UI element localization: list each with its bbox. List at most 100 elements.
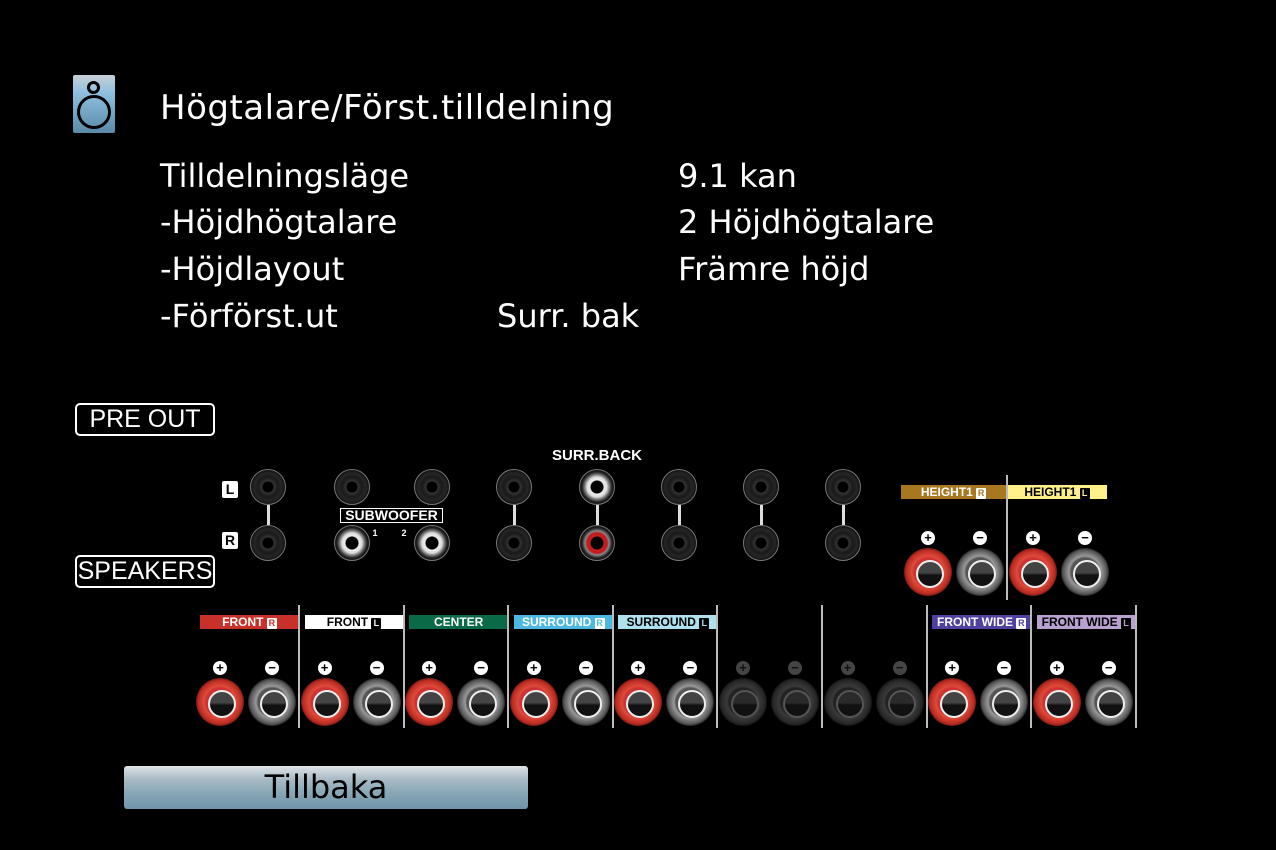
left-badge: L <box>222 481 238 498</box>
divider <box>716 605 719 728</box>
height1-l-sign: + <box>1026 531 1040 545</box>
divider <box>298 605 300 728</box>
setting-value-height-speakers: 2 Höjdhögtalare <box>678 203 935 241</box>
rca-jack <box>743 525 779 561</box>
side-badge: L <box>699 618 710 629</box>
speaker-sign: + <box>945 661 960 675</box>
speaker-label: FRONT WIDE R <box>932 615 1032 629</box>
speaker-label: CENTER <box>409 615 509 629</box>
surr-back-label: SURR.BACK <box>552 447 642 464</box>
divider <box>1134 605 1137 728</box>
speaker-terminal <box>300 678 349 726</box>
speaker-terminal <box>352 678 401 726</box>
subwoofer-2-label: 2 <box>401 528 407 538</box>
subwoofer-1-label: 1 <box>372 528 378 538</box>
speaker-sign: + <box>526 661 541 675</box>
rca-jack <box>334 525 370 561</box>
rca-jack <box>334 469 370 505</box>
jack-link <box>678 505 681 525</box>
rca-jack <box>496 469 532 505</box>
speaker-terminal <box>771 678 819 726</box>
rca-jack <box>825 469 861 505</box>
setting-label-assign-mode: Tilldelningsläge <box>160 157 410 195</box>
speaker-terminal <box>405 678 454 726</box>
height1-r-label: HEIGHT1 R <box>901 485 1006 499</box>
rca-jack <box>661 525 697 561</box>
speaker-sign: + <box>213 661 227 675</box>
rca-jack <box>579 525 615 561</box>
rca-jack <box>743 469 779 505</box>
subwoofer-label: SUBWOOFER <box>340 508 443 523</box>
jack-link <box>760 505 763 525</box>
speaker-sign: + <box>631 661 646 675</box>
speaker-terminal <box>666 678 715 726</box>
speaker-sign: − <box>892 661 907 675</box>
speaker-sign: − <box>1101 661 1116 675</box>
setting-label-preout: -Förförst.ut <box>160 297 338 335</box>
speaker-terminal <box>561 678 610 726</box>
pre-out-label: PRE OUT <box>75 403 215 436</box>
height1-r-sign: − <box>973 531 987 545</box>
setting-label-height-speakers: -Höjdhögtalare <box>160 203 398 241</box>
speakers-label: SPEAKERS <box>75 555 215 588</box>
speaker-sign: − <box>683 661 698 675</box>
rca-jack <box>414 525 450 561</box>
jack-link <box>267 505 270 525</box>
rca-jack <box>250 525 286 561</box>
right-badge: R <box>222 532 238 549</box>
speaker-label: SURROUND L <box>618 615 718 629</box>
jack-link <box>513 505 516 525</box>
speaker-terminal <box>509 678 558 726</box>
speaker-terminal <box>1084 678 1133 726</box>
speaker-icon <box>73 75 115 133</box>
side-badge: R <box>1016 618 1027 629</box>
rca-jack <box>414 469 450 505</box>
side-badge: L <box>1079 488 1090 499</box>
speaker-label: FRONT R <box>200 615 299 629</box>
height1-l-terminal <box>1061 548 1109 596</box>
speaker-sign: + <box>1049 661 1064 675</box>
back-button[interactable]: Tillbaka <box>124 766 528 809</box>
side-badge: L <box>1120 618 1131 629</box>
side-badge: R <box>266 618 277 629</box>
setting-value-height-layout: Främre höjd <box>678 250 870 288</box>
speaker-sign: − <box>369 661 384 675</box>
height1-l-sign: − <box>1078 531 1092 545</box>
speaker-sign: − <box>578 661 593 675</box>
divider <box>611 605 614 728</box>
speaker-terminal <box>823 678 872 726</box>
speaker-terminal <box>196 678 244 726</box>
setting-value-assign-mode: 9.1 kan <box>678 157 797 195</box>
speaker-terminal <box>614 678 663 726</box>
side-badge: R <box>976 488 987 499</box>
speaker-sign: + <box>736 661 750 675</box>
setting-value-preout: Surr. bak <box>497 297 640 335</box>
side-badge: R <box>594 618 605 629</box>
side-badge: L <box>371 618 382 629</box>
setting-label-height-layout: -Höjdlayout <box>160 250 345 288</box>
height1-l-terminal <box>1009 548 1057 596</box>
speaker-sign: − <box>788 661 802 675</box>
height1-l-label: HEIGHT1 L <box>1007 485 1107 499</box>
rca-jack <box>661 469 697 505</box>
rca-jack <box>496 525 532 561</box>
speaker-terminal <box>875 678 924 726</box>
speaker-sign: + <box>840 661 855 675</box>
speaker-terminal <box>980 678 1029 726</box>
rca-jack <box>250 469 286 505</box>
speaker-terminal <box>457 678 506 726</box>
rca-jack <box>825 525 861 561</box>
divider <box>925 605 928 728</box>
speaker-sign: − <box>997 661 1012 675</box>
jack-link <box>596 505 599 525</box>
speaker-sign: + <box>317 661 332 675</box>
speaker-label: SURROUND R <box>513 615 613 629</box>
speaker-label: FRONT L <box>304 615 404 629</box>
height1-r-terminal <box>904 548 952 596</box>
divider <box>1006 475 1008 600</box>
speaker-sign: + <box>422 661 437 675</box>
speaker-terminal <box>928 678 977 726</box>
speaker-sign: − <box>474 661 489 675</box>
divider <box>507 605 510 728</box>
speaker-terminal <box>1032 678 1081 726</box>
